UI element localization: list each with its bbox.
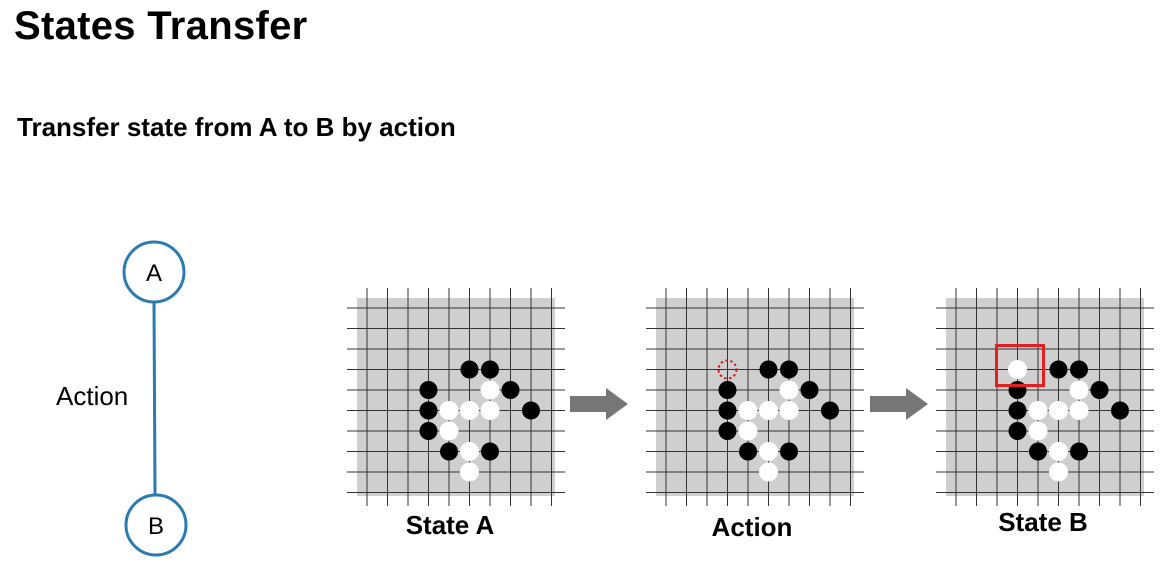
black-stone: [440, 442, 458, 461]
board-background: [357, 298, 555, 496]
black-stone: [739, 442, 757, 461]
move-marker: [717, 359, 738, 380]
caption-state-a: State A: [405, 510, 495, 540]
black-stone: [460, 360, 479, 379]
white-stone: [439, 421, 459, 441]
white-stone: [738, 401, 758, 420]
white-stone: [1069, 380, 1089, 400]
white-stone: [1028, 421, 1048, 441]
board-background: [656, 298, 854, 496]
white-stone: [1049, 401, 1068, 420]
white-stone: [779, 380, 799, 400]
white-stone: [1028, 401, 1048, 420]
white-stone: [779, 401, 799, 420]
caption-action: Action: [711, 512, 793, 542]
white-stone: [759, 442, 778, 461]
black-stone: [780, 442, 798, 461]
board-state-a: [347, 288, 565, 506]
white-stone: [1069, 401, 1089, 420]
action-edge: [152, 301, 157, 495]
white-stone: [460, 462, 479, 482]
black-stone: [419, 381, 438, 399]
white-stone: [439, 401, 459, 420]
action-edge-label: Action: [56, 381, 129, 411]
black-stone: [780, 360, 798, 379]
white-stone: [759, 401, 778, 420]
page-subtitle: Transfer state from A to B by action: [17, 112, 456, 142]
black-stone: [1008, 381, 1027, 399]
highlight-box: [995, 344, 1045, 387]
board-state-b: [936, 288, 1154, 506]
arrow-icon: [570, 388, 628, 420]
board-background: [946, 298, 1144, 496]
black-stone: [718, 381, 737, 399]
black-stone: [800, 381, 819, 399]
black-stone: [718, 422, 737, 440]
board-action: [646, 288, 864, 506]
black-stone: [522, 401, 540, 420]
black-stone: [1008, 401, 1027, 420]
black-stone: [1111, 401, 1129, 420]
state-tree-diagram: A B: [122, 240, 188, 557]
white-stone: [480, 380, 500, 400]
arrow-icon: [870, 388, 928, 420]
caption-state-b: State B: [998, 507, 1088, 537]
black-stone: [1090, 381, 1109, 399]
black-stone: [419, 422, 438, 440]
black-stone: [501, 381, 520, 399]
black-stone: [481, 442, 499, 461]
black-stone: [1070, 442, 1088, 461]
black-stone: [759, 360, 778, 379]
node-b-label: B: [148, 513, 164, 540]
black-stone: [1049, 360, 1068, 379]
white-stone: [480, 401, 500, 420]
node-b-circle: [124, 493, 188, 557]
white-stone: [738, 421, 758, 441]
black-stone: [821, 401, 839, 420]
black-stone: [1029, 442, 1047, 461]
white-stone: [460, 442, 479, 461]
black-stone: [1008, 422, 1027, 440]
black-stone: [419, 401, 438, 420]
node-a-circle: [122, 240, 186, 304]
white-stone: [1049, 442, 1068, 461]
white-stone: [1049, 462, 1068, 482]
page-title: States Transfer: [14, 4, 308, 48]
white-stone: [460, 401, 479, 420]
node-a-label: A: [146, 260, 162, 287]
black-stone: [481, 360, 499, 379]
black-stone: [718, 401, 737, 420]
black-stone: [1070, 360, 1088, 379]
white-stone: [759, 462, 778, 482]
white-stone: [1008, 360, 1027, 379]
